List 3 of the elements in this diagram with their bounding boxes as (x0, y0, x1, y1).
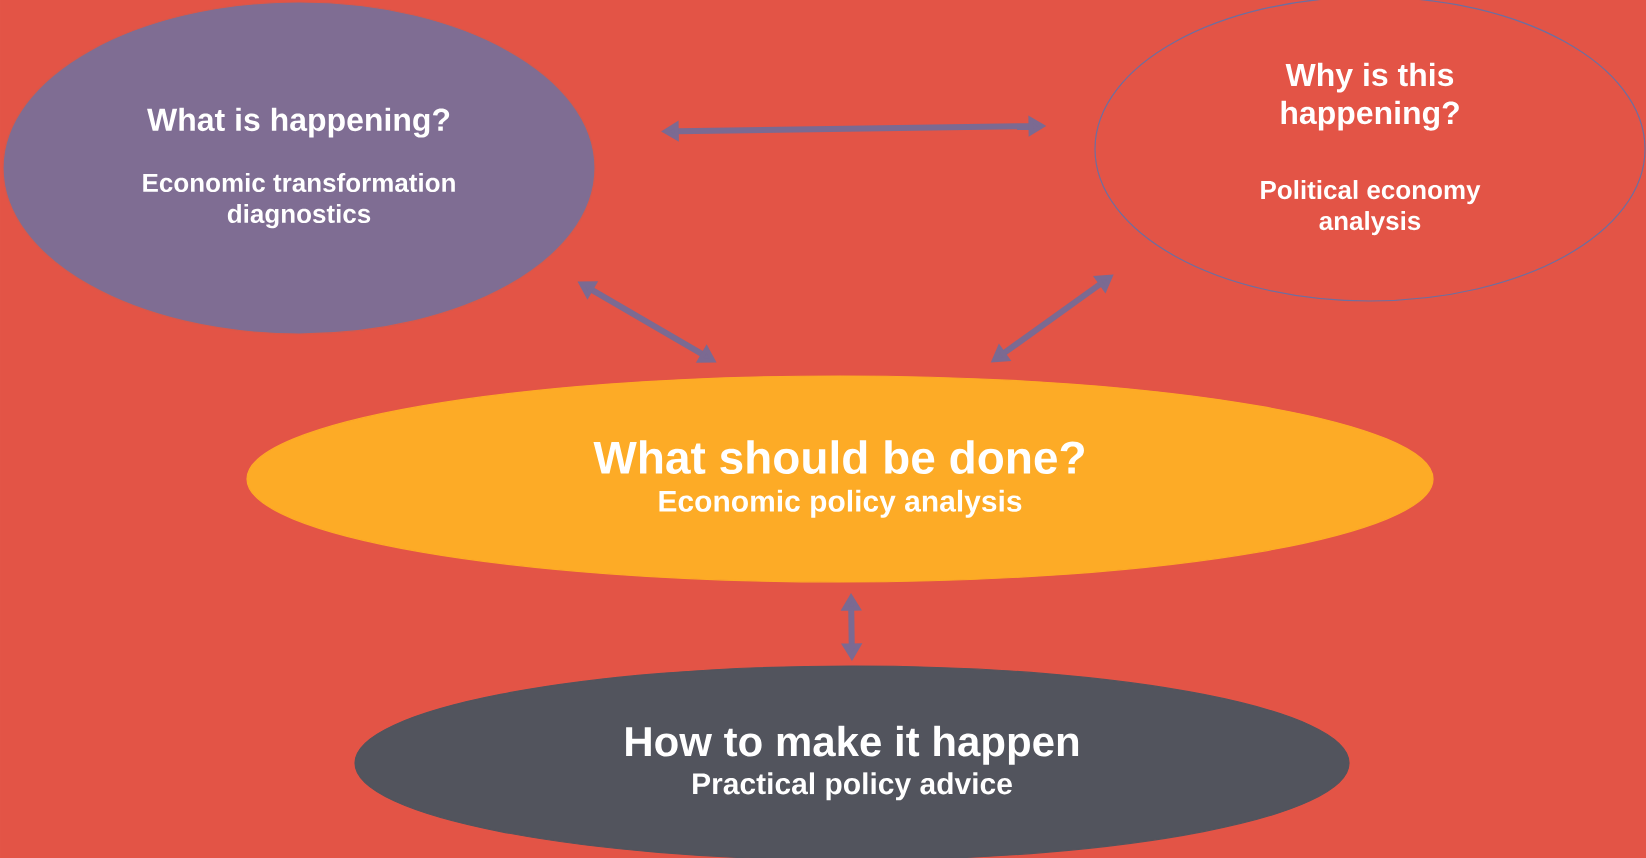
ellipse-node: What is happening? Economic transformation diagnostics (2, 1, 596, 335)
ellipse-node: How to make it happen Practical policy advice (354, 665, 1350, 858)
ellipse-node: What should be done? Economic policy analysis (246, 375, 1434, 583)
